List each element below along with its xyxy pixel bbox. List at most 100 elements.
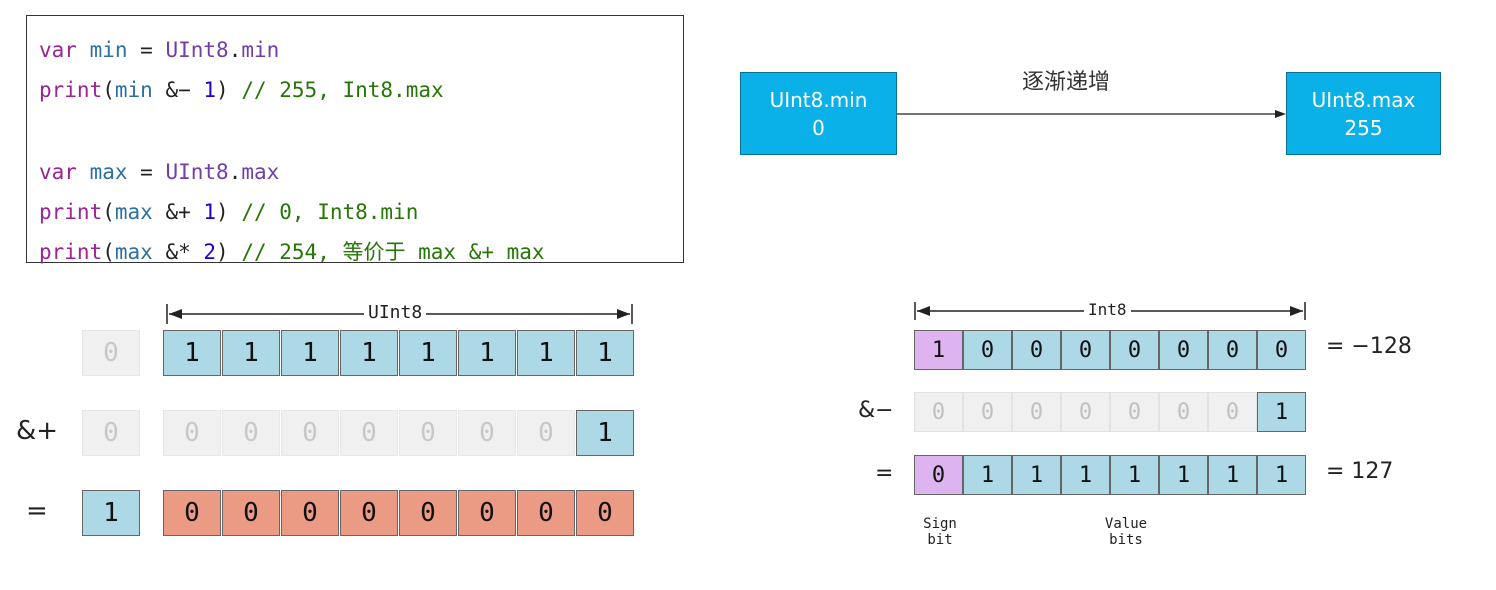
max-node-value: 255 bbox=[1344, 115, 1383, 140]
code-token: var bbox=[39, 160, 77, 184]
code-token: = bbox=[127, 160, 166, 184]
int8-value-bit: 0 bbox=[1061, 392, 1110, 432]
uint8-bit: 0 bbox=[399, 410, 457, 456]
int8-value-bit: 1 bbox=[1061, 455, 1110, 495]
int8-value-bit: 0 bbox=[1012, 330, 1061, 370]
int8-value-bit: 0 bbox=[1208, 330, 1257, 370]
code-token: max bbox=[241, 160, 280, 184]
code-token: // 255, Int8.max bbox=[241, 78, 444, 102]
code-token: ( bbox=[102, 240, 115, 264]
int8-value-bit: 1 bbox=[1208, 455, 1257, 495]
int8-value-bit: 1 bbox=[1257, 392, 1306, 432]
code-token: &* bbox=[152, 240, 204, 264]
uint8-bit: 0 bbox=[458, 410, 516, 456]
uint8-bit: 0 bbox=[517, 490, 575, 536]
code-token: 1 bbox=[203, 78, 217, 102]
carry-bit: 0 bbox=[82, 410, 140, 456]
uint8-bit: 0 bbox=[340, 490, 398, 536]
int8-result: = −128 bbox=[1326, 334, 1412, 359]
code-line: var min = UInt8.min bbox=[39, 30, 683, 70]
uint8-bit: 0 bbox=[281, 410, 339, 456]
uint8-bit: 1 bbox=[399, 330, 457, 376]
int8-sign-bit: 0 bbox=[914, 392, 963, 432]
int8-value-bit: 0 bbox=[1257, 330, 1306, 370]
int8-value-bit: 0 bbox=[1110, 392, 1159, 432]
min-node-value: 0 bbox=[812, 115, 825, 140]
int8-value-bit: 0 bbox=[1159, 330, 1208, 370]
int8-sign-bit: 1 bbox=[914, 330, 963, 370]
int8-value-bit: 1 bbox=[1257, 455, 1306, 495]
int8-operator: &− bbox=[858, 398, 894, 423]
uint8-min-node: UInt8.min 0 bbox=[740, 72, 897, 155]
uint8-operator: &+ bbox=[16, 416, 59, 446]
max-node-name: UInt8.max bbox=[1311, 87, 1416, 112]
code-token: // 254, 等价于 max &+ max bbox=[241, 240, 545, 264]
code-token: min bbox=[114, 78, 153, 102]
uint8-span-label: UInt8 bbox=[364, 302, 427, 323]
uint8-bit: 1 bbox=[340, 330, 398, 376]
uint8-bit: 0 bbox=[222, 490, 280, 536]
code-token: max bbox=[89, 160, 128, 184]
carry-bit: 0 bbox=[82, 330, 140, 376]
int8-value-bit: 1 bbox=[963, 455, 1012, 495]
min-node-name: UInt8.min bbox=[769, 87, 868, 112]
int8-value-bit: 1 bbox=[1110, 455, 1159, 495]
code-token: ) bbox=[216, 78, 242, 102]
uint8-bit: 1 bbox=[281, 330, 339, 376]
code-token: . bbox=[228, 160, 242, 184]
code-token: = bbox=[127, 38, 166, 62]
code-token: max bbox=[114, 200, 153, 224]
uint8-bit: 0 bbox=[163, 410, 221, 456]
code-token: ( bbox=[102, 200, 115, 224]
uint8-bit: 0 bbox=[399, 490, 457, 536]
code-token: . bbox=[228, 38, 242, 62]
code-line: var max = UInt8.max bbox=[39, 152, 683, 192]
code-token: var bbox=[39, 38, 77, 62]
int8-value-bit: 0 bbox=[1061, 330, 1110, 370]
code-line: print(min &− 1) // 255, Int8.max bbox=[39, 70, 683, 110]
uint8-max-node: UInt8.max 255 bbox=[1286, 72, 1441, 155]
arrow-label: 逐渐递增 bbox=[1022, 70, 1111, 95]
uint8-bit: 1 bbox=[222, 330, 280, 376]
code-token: max bbox=[114, 240, 153, 264]
uint8-bit: 0 bbox=[517, 410, 575, 456]
int8-result: = 127 bbox=[1326, 459, 1394, 484]
int8-value-bit: 0 bbox=[1110, 330, 1159, 370]
code-token: &+ bbox=[152, 200, 204, 224]
code-token: min bbox=[89, 38, 128, 62]
code-token: // 0, Int8.min bbox=[241, 200, 419, 224]
uint8-bit: 0 bbox=[222, 410, 280, 456]
uint8-bit: 1 bbox=[517, 330, 575, 376]
int8-value-bit: 0 bbox=[963, 392, 1012, 432]
uint8-bit: 0 bbox=[576, 490, 634, 536]
value-bits-label: Value bits bbox=[1104, 516, 1148, 548]
code-token: ( bbox=[102, 78, 115, 102]
code-token bbox=[77, 38, 90, 62]
code-token: ) bbox=[216, 240, 242, 264]
code-line: print(max &+ 1) // 0, Int8.min bbox=[39, 192, 683, 232]
int8-value-bit: 0 bbox=[1012, 392, 1061, 432]
int8-value-bit: 1 bbox=[1012, 455, 1061, 495]
sign-bit-label: Sign bit bbox=[923, 516, 957, 548]
code-token: UInt8 bbox=[165, 38, 229, 62]
uint8-operator: = bbox=[26, 496, 48, 526]
code-token bbox=[77, 160, 90, 184]
int8-span-label: Int8 bbox=[1084, 300, 1131, 319]
uint8-bit: 0 bbox=[163, 490, 221, 536]
uint8-bit: 1 bbox=[163, 330, 221, 376]
int8-sign-bit: 0 bbox=[914, 455, 963, 495]
uint8-bit: 1 bbox=[576, 410, 634, 456]
int8-value-bit: 1 bbox=[1159, 455, 1208, 495]
code-token: 2 bbox=[203, 240, 217, 264]
increase-arrow bbox=[897, 110, 1286, 118]
code-token: min bbox=[241, 38, 280, 62]
code-line bbox=[39, 110, 683, 152]
code-line: print(max &* 2) // 254, 等价于 max &+ max bbox=[39, 232, 683, 272]
int8-operator: = bbox=[875, 461, 894, 486]
code-token: ) bbox=[216, 200, 242, 224]
int8-value-bit: 0 bbox=[1208, 392, 1257, 432]
uint8-bit: 0 bbox=[281, 490, 339, 536]
int8-value-bit: 0 bbox=[963, 330, 1012, 370]
uint8-bit: 0 bbox=[458, 490, 516, 536]
